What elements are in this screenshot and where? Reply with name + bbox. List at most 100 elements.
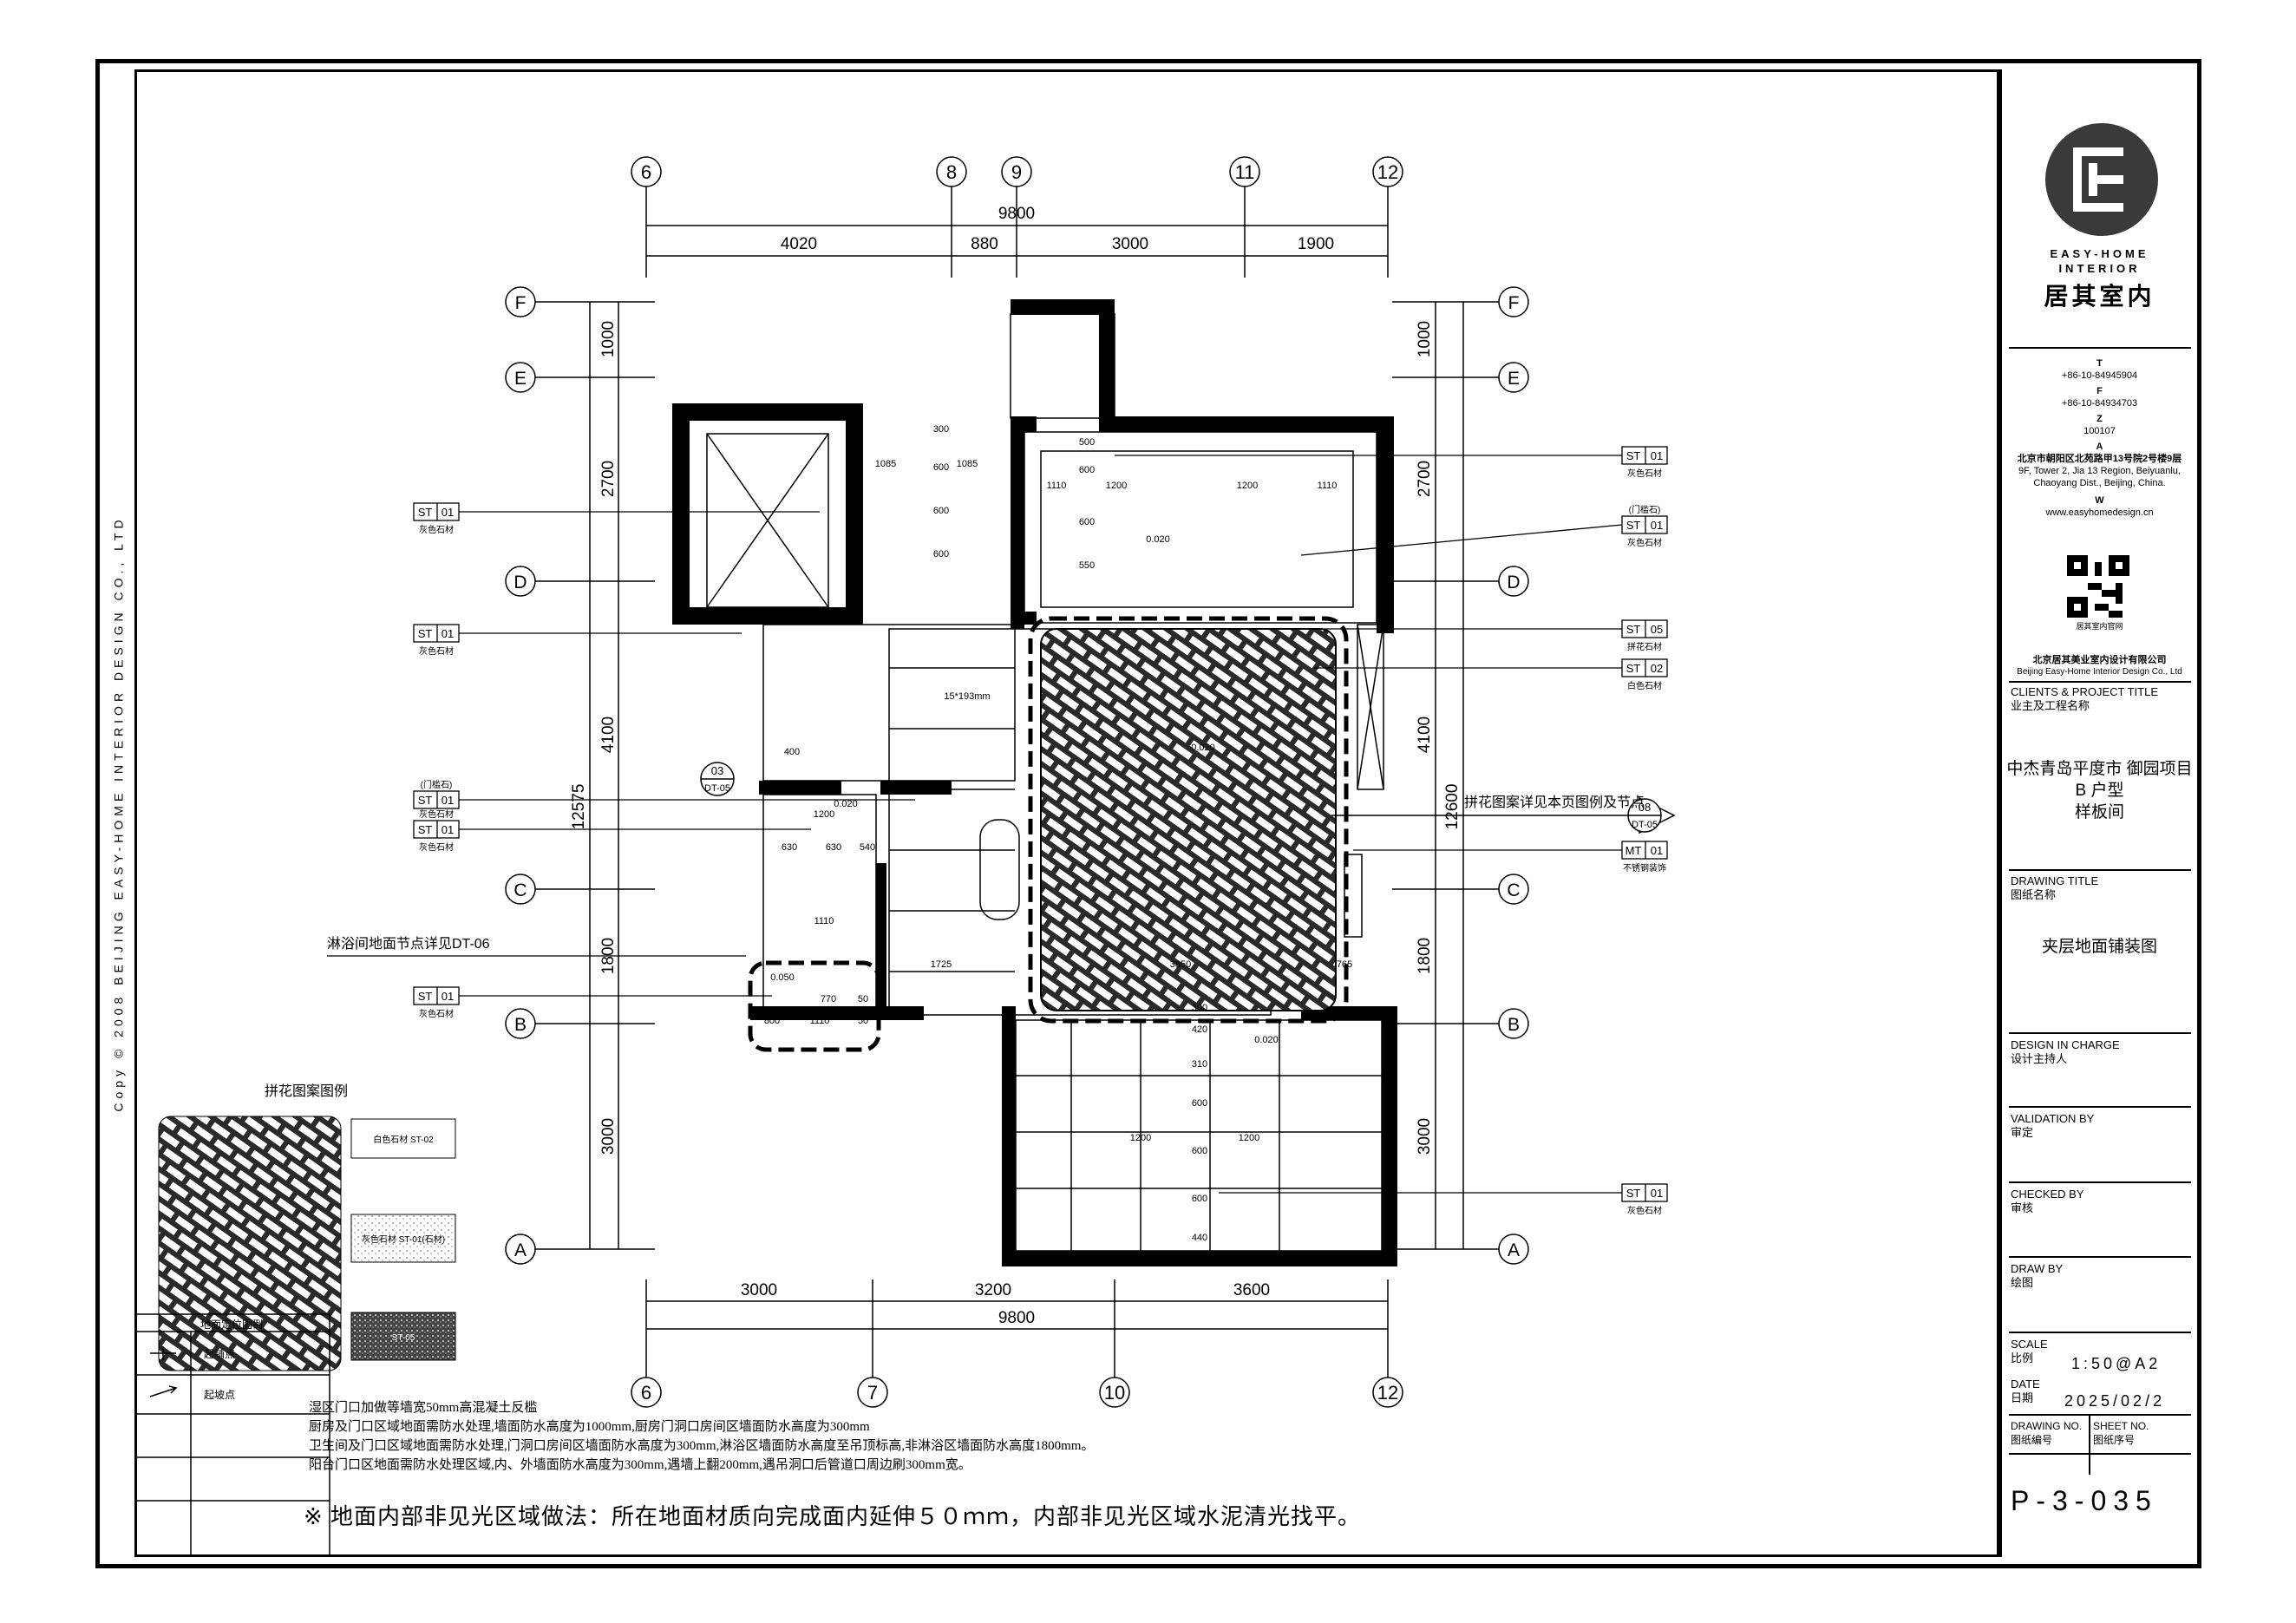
pattern-note: 拼花图案详见本页图例及节点 (1464, 795, 1645, 810)
copyright-text: Copy © 2008 BEIJING EASY-HOME INTERIOR D… (111, 514, 126, 1112)
dim-top: 3000 (1112, 235, 1148, 253)
company-cn: 北京居其美业室内设计有限公司 (2032, 655, 2167, 665)
section-marker-left: 03 DT-05 (700, 762, 735, 796)
dim-top: 880 (971, 235, 998, 253)
callout-num: 01 (442, 794, 454, 807)
top-dimensions (645, 182, 1389, 278)
grid-row-label: D (513, 573, 527, 592)
locator-item: 起坡点 (204, 1389, 235, 1401)
left-dimensions (520, 301, 655, 1250)
right-callouts (1115, 446, 1668, 1202)
callout-num: 01 (442, 627, 454, 640)
right-dimensions (1392, 301, 1509, 1250)
dim-left: 4100 (599, 717, 618, 753)
slope-point-icon (149, 1385, 178, 1397)
callout-material: 灰色石材 (419, 645, 454, 657)
design-label: DESIGN IN CHARGE (2011, 1038, 2120, 1051)
callout-prefix: (门槛石) (421, 779, 453, 790)
inner-dim: 50 (858, 994, 868, 1005)
grid-bottom-label: 7 (867, 1382, 878, 1404)
callout-code: ST (418, 627, 433, 640)
legend-item: 白色石材 ST-02 (373, 1134, 434, 1145)
grid-row-label: C (1507, 880, 1520, 900)
left-grid-bubbles (505, 286, 536, 1265)
inner-dim: 600 (1192, 1098, 1207, 1109)
fax-number: +86-10-84934703 (2061, 398, 2138, 409)
inner-dim: 765 (1337, 959, 1352, 970)
inner-dim: 600 (933, 462, 949, 473)
draw-label: DRAW BY (2011, 1262, 2064, 1275)
grid-row-label: D (1507, 573, 1520, 592)
mosaic-floor (1040, 628, 1337, 1011)
inner-dim: 50 (858, 1016, 868, 1026)
inner-dim: 630 (826, 842, 841, 853)
callout-num: 01 (1651, 1187, 1663, 1200)
callout-code: ST (418, 794, 433, 807)
start-point-icon (150, 1346, 176, 1360)
dim-right: 1000 (1416, 321, 1434, 357)
inner-dim: 1200 (1130, 1133, 1151, 1143)
company-en: Beijing Easy-Home Interior Design Co., L… (2017, 667, 2182, 677)
callout-prefix: (门槛石) (1629, 504, 1661, 515)
inner-dim: 0.050 (770, 972, 795, 983)
legend-swatch-white (350, 1118, 456, 1159)
dim-left: 2700 (599, 461, 618, 497)
dim-left: 1000 (599, 321, 618, 357)
inner-dim: 1085 (875, 459, 896, 469)
grid-top-label: 12 (1377, 161, 1398, 183)
inner-dim: 600 (1079, 465, 1095, 475)
inner-dim: 0.020 (1191, 743, 1215, 753)
callout-material: 拼花石材 (1627, 641, 1662, 652)
callout-material: 白色石材 (1627, 680, 1662, 691)
callout-code: ST (1626, 662, 1641, 675)
inner-dim: 600 (1192, 1146, 1207, 1156)
zip-icon: Z (2096, 414, 2103, 424)
callout-material: 灰色石材 (1627, 1205, 1662, 1216)
dim-top: 4020 (781, 235, 817, 253)
grid-row-label: A (1508, 1240, 1520, 1260)
grid-top-label: 6 (641, 161, 651, 183)
grid-top-label: 9 (1011, 161, 1022, 183)
title-block: EASY-HOME INTERIOR 居其室内 T +86-10-8494590… (1999, 69, 2195, 1557)
drawing-title: 夹层地面铺装图 (2041, 938, 2157, 956)
dim-right: 1800 (1416, 938, 1434, 974)
project-title: 中杰青岛平度市 御园项目 (2006, 760, 2193, 778)
callout-code: MT (1626, 844, 1642, 857)
drawing-title-label-cn: 图纸名称 (2011, 888, 2057, 901)
validation-label-cn: 审定 (2011, 1126, 2034, 1139)
mosaic-boundary (1028, 616, 1349, 1024)
inner-dim: 800 (764, 1016, 780, 1026)
callout-num: 05 (1651, 623, 1663, 636)
address-en: 9F, Tower 2, Jia 13 Region, Beiyuanlu, (2018, 466, 2181, 476)
walls (672, 299, 1397, 1266)
validation-label: VALIDATION BY (2011, 1112, 2095, 1125)
drawing-border (95, 59, 2201, 1568)
callout-num: 01 (442, 823, 454, 836)
callout-num: 01 (1651, 519, 1663, 532)
inner-dim: 770 (821, 994, 836, 1005)
inner-dim: 600 (1192, 1194, 1207, 1204)
dim-bottom-total: 9800 (998, 1309, 1035, 1327)
shower-note: 淋浴间地面节点详见DT-06 (327, 936, 490, 952)
draw-label-cn: 绘图 (2011, 1276, 2034, 1289)
inner-dim: 600 (1079, 517, 1095, 527)
dim-bottom: 3600 (1233, 1281, 1270, 1299)
callout-material: 不锈钢装饰 (1623, 862, 1666, 874)
logo-text-en: INTERIOR (2058, 262, 2141, 275)
date-value: 2025/02/2 (2064, 1392, 2166, 1410)
inner-dim: 0.020 (834, 799, 858, 809)
callout-num: 01 (442, 990, 454, 1003)
section-num: 08 (1639, 801, 1651, 814)
inner-dim: 540 (860, 842, 875, 853)
inner-dim: 300 (1192, 1003, 1207, 1013)
bottom-grid-bubbles (631, 1377, 1403, 1408)
web-icon: W (2095, 495, 2104, 506)
drawing-no-label-cn: 图纸编号 (2011, 1434, 2053, 1446)
logo-mark (2045, 123, 2158, 236)
inner-dim: 1085 (957, 459, 978, 469)
section-ref: DT-05 (1632, 820, 1658, 830)
grid-row-label: B (1508, 1015, 1520, 1035)
dim-bottom: 3200 (975, 1281, 1011, 1299)
drawing-title-label: DRAWING TITLE (2011, 874, 2099, 887)
grid-bottom-label: 10 (1104, 1382, 1125, 1404)
